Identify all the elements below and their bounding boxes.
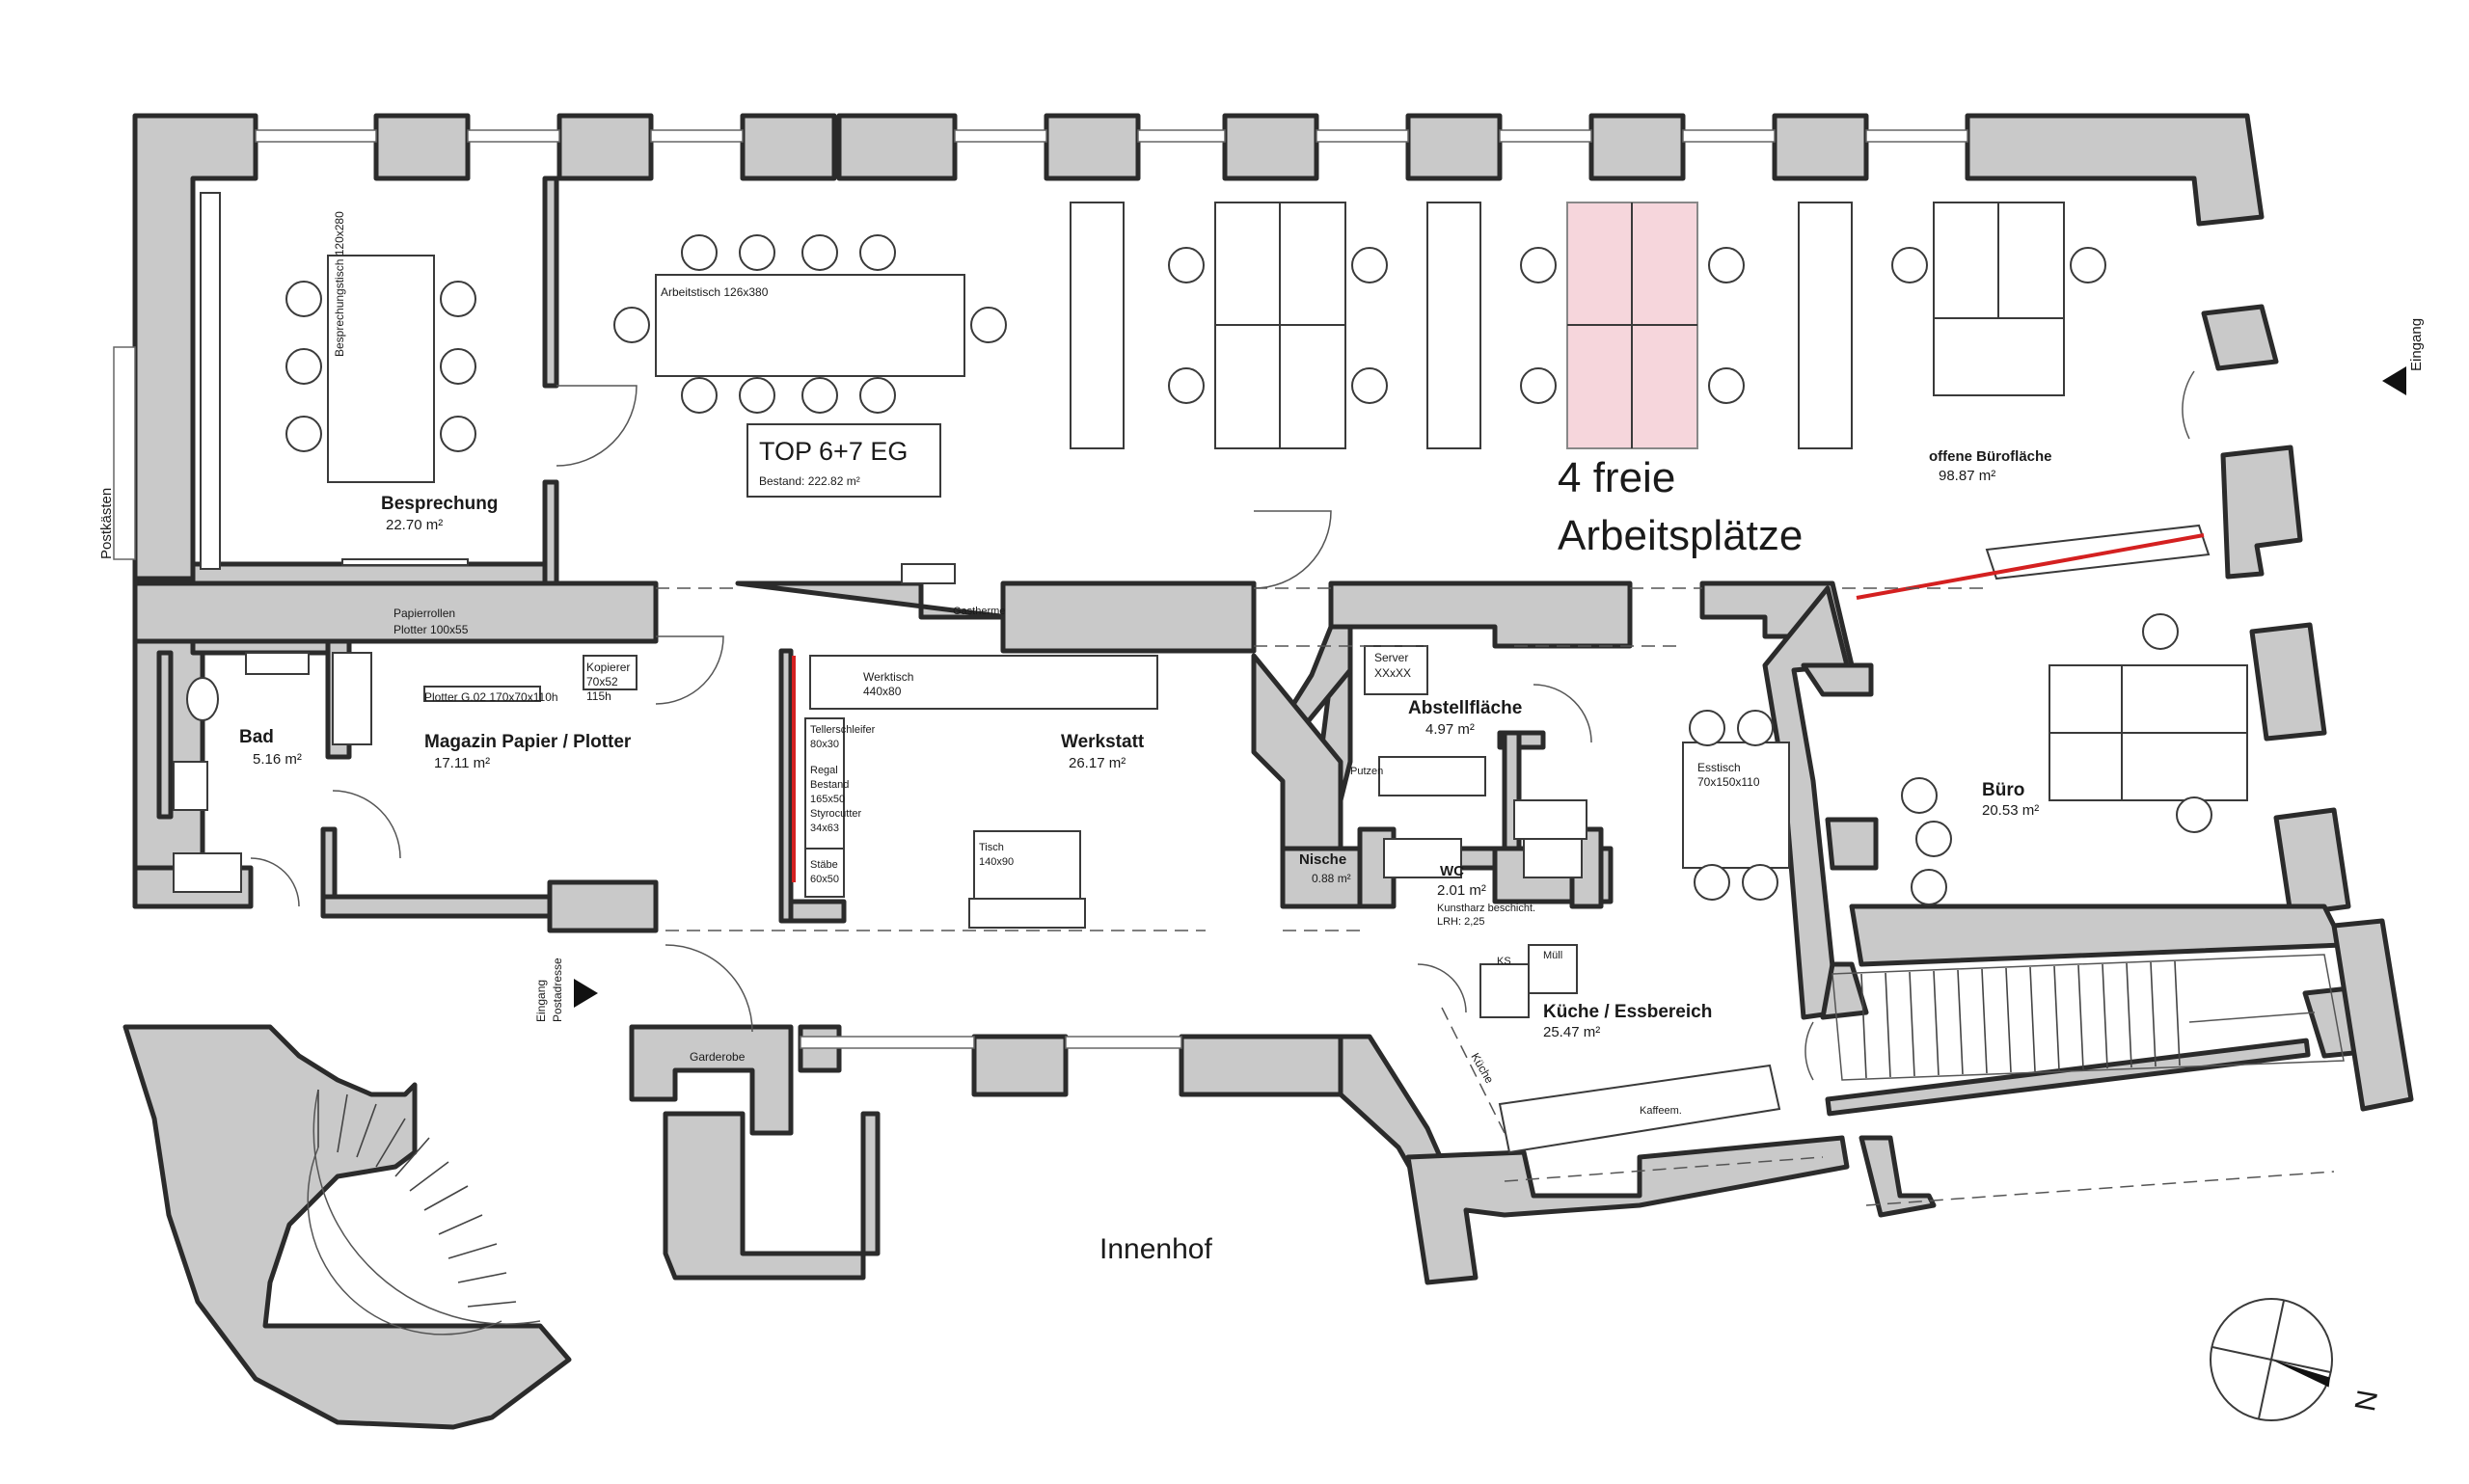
abstell-name: Abstellfläche xyxy=(1408,698,1522,718)
entrance-arrow-east xyxy=(2382,366,2406,395)
muell-label: Müll xyxy=(1543,950,1562,961)
esstisch-1: Esstisch xyxy=(1697,761,1741,774)
server-1: Server xyxy=(1374,651,1408,664)
bad-fixtures xyxy=(173,652,310,893)
buero-furniture xyxy=(1901,613,2248,905)
kopierer-2: 70x52 xyxy=(586,675,618,688)
eingang-east-label: Eingang xyxy=(2408,318,2425,371)
bad-name: Bad xyxy=(239,727,274,747)
kueche-name: Küche / Essbereich xyxy=(1543,1002,1712,1022)
open-office-furniture xyxy=(1070,202,2211,600)
offene-buero-area: 98.87 m² xyxy=(1939,468,1995,484)
werkstatt-area: 26.17 m² xyxy=(1069,755,1126,771)
regal-3: 165x50 xyxy=(810,794,845,805)
straight-staircase xyxy=(1831,954,2345,1081)
kunstharz-1: Kunstharz beschicht. xyxy=(1437,903,1535,914)
arbeitstisch-label: Arbeitstisch 126x380 xyxy=(661,285,769,299)
buero-name: Büro xyxy=(1982,780,2024,800)
offene-buero-name: offene Bürofläche xyxy=(1929,448,2052,465)
top-area: Bestand: 222.82 m² xyxy=(759,474,860,488)
kueche-area: 25.47 m² xyxy=(1543,1024,1600,1040)
kopierer-1: Kopierer xyxy=(586,661,630,674)
postkaesten-label: Postkästen xyxy=(98,488,115,559)
work-table-furniture xyxy=(613,234,1007,498)
papierrollen-1: Papierrollen xyxy=(393,607,455,620)
regal-1: Regal xyxy=(810,765,838,776)
magazin-furniture xyxy=(332,652,638,745)
styrocutter-1: Styrocutter xyxy=(810,808,862,820)
regal-2: Bestand xyxy=(810,779,849,791)
kunstharz-2: LRH: 2,25 xyxy=(1437,916,1485,928)
kaffee-label: Kaffeem. xyxy=(1640,1105,1682,1117)
dashed-lines xyxy=(656,587,2335,1206)
putzen-label: Putzen xyxy=(1350,766,1383,777)
courtyard-label: Innenhof xyxy=(1099,1233,1212,1265)
wc-name: WC xyxy=(1440,863,1464,879)
exterior-walls xyxy=(132,113,2375,1059)
north-arrow xyxy=(2210,1298,2333,1421)
server-2: XXxXX xyxy=(1374,666,1411,680)
tisch-2: 140x90 xyxy=(979,856,1014,868)
wc-area: 2.01 m² xyxy=(1437,882,1486,899)
plotter-label: Plotter G.02 170x70x110h xyxy=(424,690,558,704)
buero-area: 20.53 m² xyxy=(1982,802,2039,819)
free-desks-line2: Arbeitsplätze xyxy=(1558,512,1803,559)
besprechung-area: 22.70 m² xyxy=(386,517,443,533)
door-swings xyxy=(250,370,2195,1081)
free-desks-line1: 4 freie xyxy=(1558,454,1675,501)
werkstatt-name: Werkstatt xyxy=(1061,732,1145,752)
magazin-name: Magazin Papier / Plotter xyxy=(424,732,632,752)
werktisch-2: 440x80 xyxy=(863,685,902,698)
top-label: TOP 6+7 EG xyxy=(759,437,908,466)
eingang-west-1: Eingang xyxy=(534,980,548,1022)
werkstatt-furniture xyxy=(792,563,1158,929)
nische-name: Nische xyxy=(1299,851,1346,868)
besprechung-name: Besprechung xyxy=(381,494,498,514)
magazin-area: 17.11 m² xyxy=(434,755,490,771)
staebe-1: Stäbe xyxy=(810,859,838,871)
bad-area: 5.16 m² xyxy=(253,751,302,768)
garderobe-label: Garderobe xyxy=(690,1050,746,1064)
kitchen-furniture xyxy=(1441,710,1790,1154)
interior-walls xyxy=(156,175,2347,1020)
nische-area: 0.88 m² xyxy=(1312,872,1351,885)
kopierer-3: 115h xyxy=(586,689,611,703)
eingang-west-2: Postadresse xyxy=(551,958,564,1022)
papierrollen-2: Plotter 100x55 xyxy=(393,623,469,636)
tisch-1: Tisch xyxy=(979,842,1004,853)
ks-label: KS xyxy=(1497,956,1511,967)
tellerschleifer-2: 80x30 xyxy=(810,739,839,750)
gastherme-label: Gastherme xyxy=(953,606,1005,617)
entrance-arrow-west xyxy=(574,979,598,1008)
windows xyxy=(113,129,1968,1049)
staebe-2: 60x50 xyxy=(810,874,839,885)
abstell-furniture xyxy=(1364,645,1587,878)
north-label: N xyxy=(2347,1388,2382,1414)
spiral-staircase xyxy=(307,1089,541,1336)
esstisch-2: 70x150x110 xyxy=(1697,775,1760,789)
meeting-room-furniture xyxy=(200,192,476,570)
styrocutter-2: 34x63 xyxy=(810,823,839,834)
tellerschleifer-1: Tellerschleifer xyxy=(810,724,876,736)
besprechungstisch-label: Besprechungstisch 120x280 xyxy=(333,211,346,357)
abstell-area: 4.97 m² xyxy=(1425,721,1475,738)
werktisch-1: Werktisch xyxy=(863,670,913,684)
south-wing-walls xyxy=(122,918,2414,1430)
text-layer: Postkästen Besprechungstisch 120x280 Bes… xyxy=(98,211,2425,1414)
